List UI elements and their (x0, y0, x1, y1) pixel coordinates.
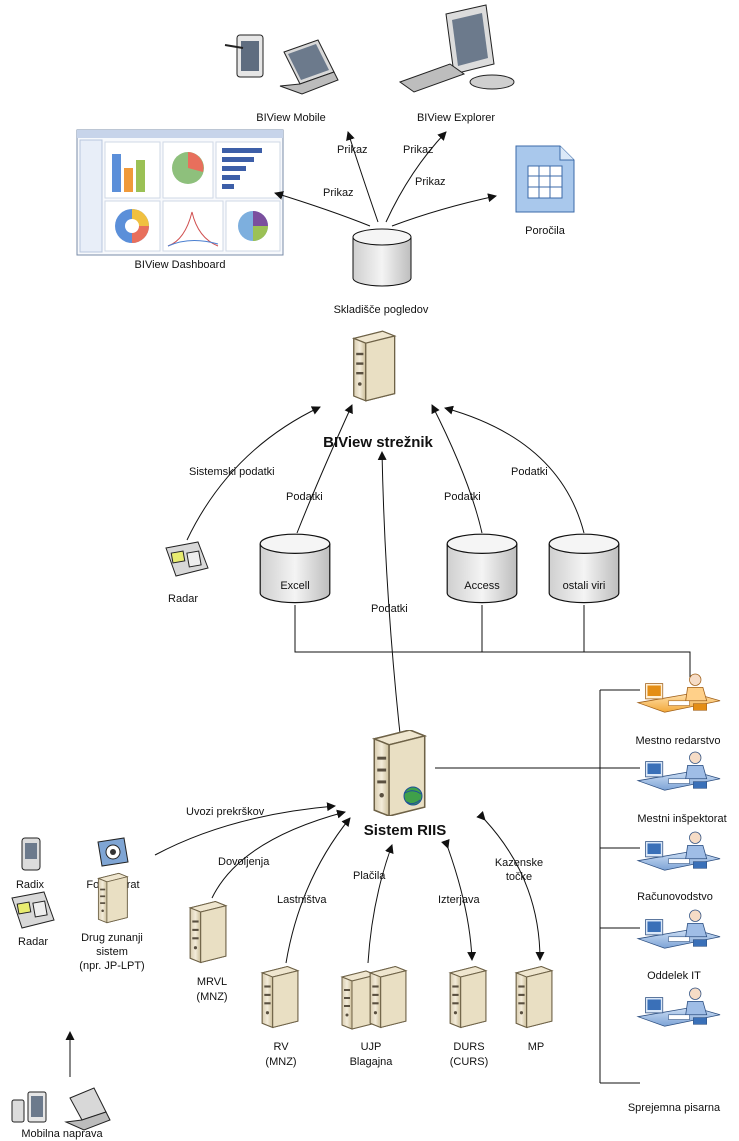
workstation-orange-icon (637, 673, 721, 713)
view-store-label: Skladišče pogledov (334, 304, 429, 316)
biview-server-label: BIView strežnik (323, 434, 433, 451)
biview-server-icon (353, 330, 396, 402)
radix-label: Radix (16, 879, 45, 891)
permits-label: Dovoljenja (218, 856, 270, 868)
radar-source-label: Radar (168, 593, 198, 605)
ownership-label: Lastništva (277, 894, 327, 906)
biview-explorer-label: BIView Explorer (417, 112, 495, 124)
laptop-icon (279, 39, 339, 95)
prikaz-label-2: Prikaz (337, 144, 368, 156)
system-data-label: Sistemski podatki (189, 466, 275, 478)
user-inspektorat-label: Mestni inšpektorat (637, 813, 726, 825)
arrow-access-to-server (431, 404, 483, 534)
globe-icon (403, 786, 423, 806)
external-server-icon (97, 872, 128, 924)
collection-label: Izterjava (438, 894, 480, 906)
arrow-imports-to-riis (154, 802, 336, 856)
arrow-radar-to-server (186, 406, 321, 541)
ujp-label-1: UJP (361, 1041, 382, 1053)
arrow-durs-riis (441, 838, 477, 961)
camera-icon (97, 837, 129, 867)
radar-device-icon (165, 541, 209, 577)
workstation-icon (637, 751, 721, 791)
arrow-to-explorer (385, 131, 447, 223)
durs-label-1: DURS (453, 1041, 484, 1053)
user-pisarna-label: Sprejemna pisarna (628, 1102, 721, 1114)
biview-mobile-label: BIView Mobile (256, 112, 326, 124)
arrow-to-dashboard (274, 191, 371, 227)
reports-label: Poročila (525, 225, 566, 237)
arrow-mrvl-to-riis (211, 809, 346, 899)
arrow-other-to-server (444, 405, 585, 534)
excel-data-label: Podatki (286, 491, 323, 503)
report-document-icon (515, 145, 575, 213)
dashboard-screenshot (76, 129, 284, 256)
source-connector-line (294, 605, 691, 678)
arrow-excel-to-server (296, 404, 353, 534)
arrow-ujp-to-riis (367, 844, 394, 964)
workstation-icon (637, 987, 721, 1027)
phone-icon (21, 837, 41, 871)
mrvl-label-1: MRVL (197, 976, 227, 988)
mobile-devices-icon (11, 1087, 111, 1131)
mrvl-label-2: (MNZ) (196, 991, 227, 1003)
penalty-label-1: Kazenske (495, 857, 543, 869)
radar-device-icon (11, 891, 55, 929)
arrow-rv-to-riis (285, 817, 351, 964)
external-radar-label: Radar (18, 936, 48, 948)
access-cylinder (446, 533, 518, 604)
arrow-to-reports (391, 193, 497, 227)
workstation-icon (637, 831, 721, 871)
arrow-riis-to-server (377, 451, 403, 753)
rv-label-2: (MNZ) (265, 1056, 296, 1068)
prikaz-label-4: Prikaz (415, 176, 446, 188)
user-racunovodstvo-label: Računovodstvo (637, 891, 713, 903)
rv-server-icon (261, 965, 299, 1029)
user-it-label: Oddelek IT (647, 970, 701, 982)
access-data-label: Podatki (444, 491, 481, 503)
tablet-icon (224, 34, 264, 78)
payments-label: Plačila (353, 870, 386, 882)
other-sources-label: ostali viri (563, 580, 606, 592)
riis-label: Sistem RIIS (364, 822, 447, 839)
riis-data-label: Podatki (371, 603, 408, 615)
mp-label: MP (528, 1041, 545, 1053)
arrow-mp-riis (476, 811, 545, 961)
other-data-label: Podatki (511, 466, 548, 478)
excel-label: Excell (280, 580, 309, 592)
workstation-icon (637, 909, 721, 949)
mobile-device-label: Mobilna naprava (21, 1128, 103, 1140)
durs-label-2: (CURS) (450, 1056, 489, 1068)
desktop-computer-icon (398, 4, 515, 93)
imports-label: Uvozi prekrškov (186, 806, 265, 818)
ujp-label-2: Blagajna (350, 1056, 394, 1068)
view-store-cylinder (352, 228, 412, 287)
biview-dashboard-label: BIView Dashboard (135, 259, 226, 271)
ujp-server-icon (369, 965, 407, 1029)
prikaz-label-3: Prikaz (403, 144, 434, 156)
rv-label-1: RV (273, 1041, 289, 1053)
mrvl-server-icon (189, 900, 227, 964)
arrow-to-mobile (346, 131, 379, 223)
other-sources-cylinder (548, 533, 620, 604)
prikaz-label-1: Prikaz (323, 187, 354, 199)
external-system-label-3: (npr. JP-LPT) (79, 960, 144, 972)
durs-server-icon (449, 965, 487, 1029)
access-label: Access (464, 580, 500, 592)
external-system-label-1: Drug zunanji (81, 932, 143, 944)
penalty-label-2: točke (506, 871, 532, 883)
external-system-label-2: sistem (96, 946, 128, 958)
mp-server-icon (515, 965, 553, 1029)
user-redarstvo-label: Mestno redarstvo (636, 735, 721, 747)
excel-cylinder (259, 533, 331, 604)
